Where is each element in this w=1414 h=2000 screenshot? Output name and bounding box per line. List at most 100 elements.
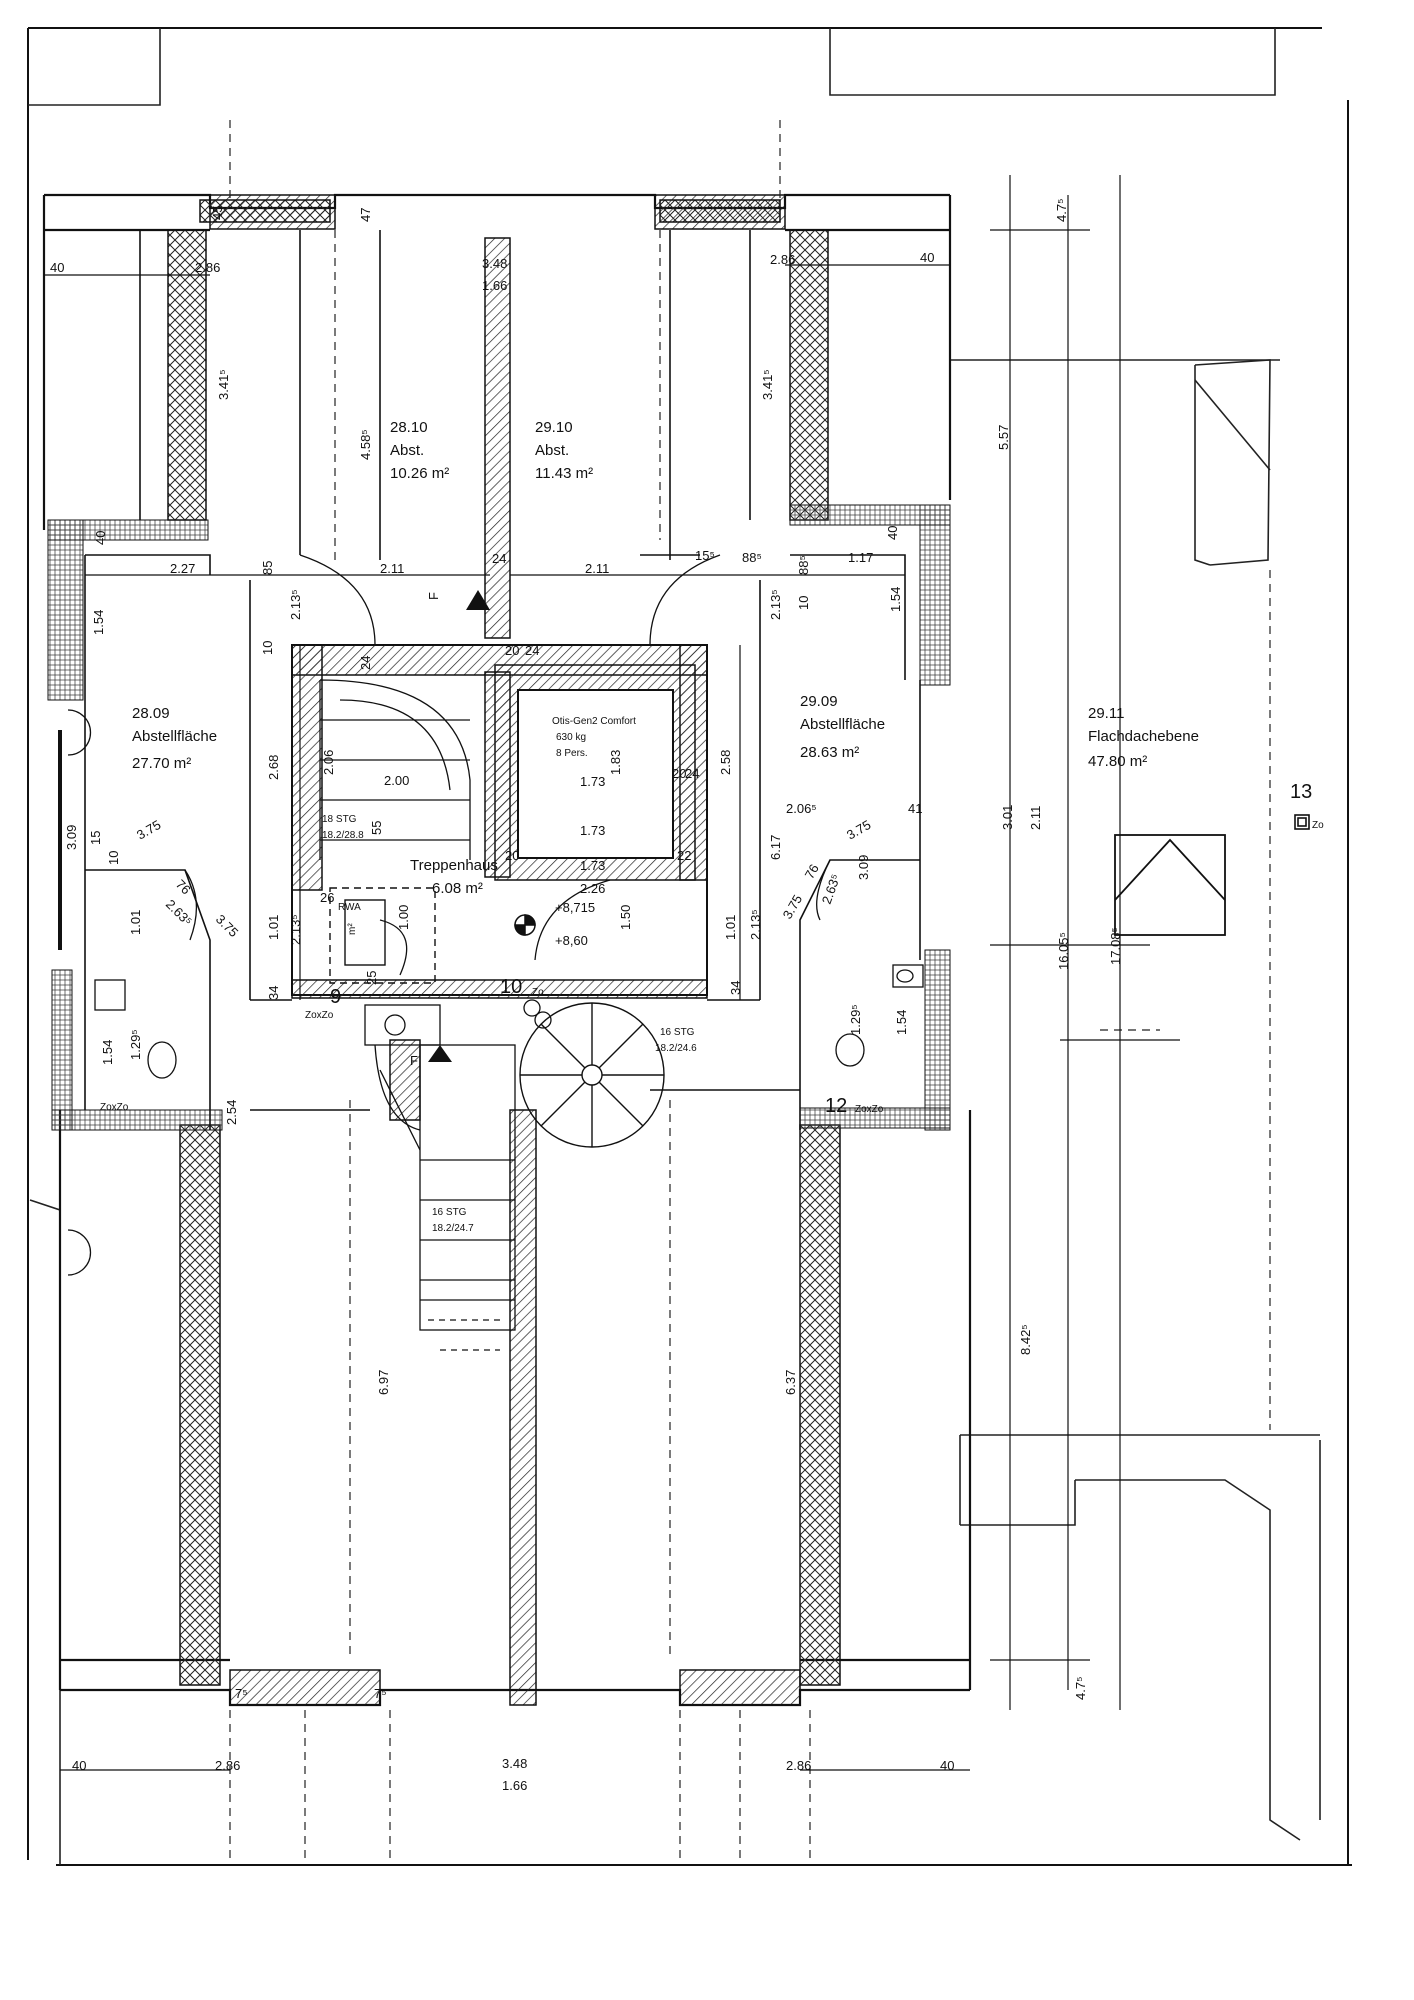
- elevator-width: 1.73: [580, 774, 605, 789]
- dim: 2.11: [585, 561, 609, 576]
- dim: 10: [796, 596, 811, 610]
- stair-runs: [319, 679, 516, 1351]
- room-2909-label: 29.09 Abstellfläche 28.63 m²: [800, 693, 885, 761]
- dim: 2.86: [195, 260, 220, 275]
- dim: 34: [728, 981, 743, 995]
- elevator-model: Otis-Gen2 Comfort: [552, 716, 636, 727]
- room-area: 6.08 m²: [432, 880, 483, 897]
- dim: 3.41⁵: [760, 369, 775, 400]
- dim: 1.54: [91, 610, 106, 635]
- room-area: 11.43 m²: [535, 465, 593, 482]
- stair-spiral-steps: 16 STG: [660, 1027, 695, 1038]
- dim: 2.54: [224, 1100, 239, 1125]
- level-labels: +8,715 +8,60: [555, 900, 595, 948]
- dim: 1.01: [266, 915, 281, 940]
- dim: 2.13⁵: [288, 914, 303, 945]
- stair-main-ratio: 18.2/24.7: [432, 1223, 474, 1234]
- marker-zo-b: Zo: [532, 987, 544, 998]
- room-number: 28.10: [390, 419, 428, 436]
- dim: 4.7⁵: [1054, 199, 1069, 222]
- stairwell-label: Treppenhaus 6.08 m²: [410, 857, 498, 897]
- dim: 1.50: [618, 905, 633, 930]
- dimension-lines: [44, 175, 1180, 1771]
- spiral-staircase: [519, 1002, 665, 1148]
- stair-upper-steps: 18 STG: [322, 814, 357, 825]
- room-name: Abstellfläche: [800, 716, 885, 733]
- partitions: [84, 230, 921, 1130]
- stair-spiral-ratio: 18.2/24.6: [655, 1043, 697, 1054]
- dim: 47: [358, 208, 373, 222]
- room-number: 28.09: [132, 705, 170, 722]
- masonry-walls: [209, 194, 801, 1706]
- dim: 3.09: [856, 855, 871, 880]
- marker-boxes: [1294, 814, 1310, 830]
- dim: 4.58⁵: [358, 429, 373, 460]
- rwa-sublabel: m²: [347, 923, 358, 935]
- dim: 2.86: [770, 252, 795, 267]
- marker-zo-e: Zo: [1312, 820, 1324, 831]
- door-swings: [58, 554, 831, 1276]
- marker-9: 9: [330, 986, 341, 1008]
- dim: 3.48: [482, 256, 507, 271]
- dim: 1.01: [128, 910, 143, 935]
- room-2810-label: 28.10 Abst. 10.26 m²: [390, 419, 449, 482]
- fire-label-2: F: [410, 1053, 418, 1068]
- dim: 40: [940, 1758, 954, 1773]
- dim: 2.13⁵: [748, 909, 763, 940]
- dim: 55: [369, 821, 384, 835]
- dim: 2.13⁵: [768, 589, 783, 620]
- dim: 40: [72, 1758, 86, 1773]
- dim: 10: [260, 641, 275, 655]
- dim: 20: [672, 766, 686, 781]
- elevator-capacity: 630 kg: [556, 732, 586, 743]
- room-area: 27.70 m²: [132, 755, 191, 772]
- dim: 3.09: [64, 825, 79, 850]
- dim: 3.41⁵: [216, 369, 231, 400]
- sanitary-fixtures: [94, 964, 924, 1079]
- dim: 3.75: [844, 817, 873, 843]
- stair-main-steps: 16 STG: [432, 1207, 467, 1218]
- dim: 88⁵: [742, 550, 762, 565]
- dim: 45: [210, 206, 225, 220]
- dim: 26: [320, 890, 334, 905]
- dim: 22: [677, 848, 691, 863]
- dim: 1.17: [848, 550, 873, 565]
- dim: 2.06⁵: [786, 801, 817, 816]
- level-symbol: [514, 914, 536, 936]
- dim: 1.54: [888, 587, 903, 612]
- dim: 3.75: [134, 817, 163, 843]
- level-upper: +8,715: [555, 900, 595, 915]
- dim: 41: [908, 801, 922, 816]
- misc-labels: RWA m² F F: [338, 592, 441, 1068]
- dim: 24: [492, 551, 506, 566]
- dim: 17.08⁵: [1108, 927, 1123, 965]
- room-2910-label: 29.10 Abst. 11.43 m²: [535, 419, 593, 482]
- room-name: Treppenhaus: [410, 857, 498, 874]
- dim: 85: [260, 561, 275, 575]
- rwa-label: RWA: [338, 902, 361, 913]
- sheet-frame: [27, 27, 1352, 1866]
- dim: 2.06: [321, 750, 336, 775]
- dim: 16.05⁵: [1056, 932, 1071, 970]
- room-number: 29.10: [535, 419, 573, 436]
- dim: 3.01: [1000, 805, 1015, 830]
- dim: 40: [93, 531, 108, 545]
- dashed-lines: [229, 120, 1271, 1860]
- dim: 3.48: [502, 1756, 527, 1771]
- dim: 8.42⁵: [1018, 1324, 1033, 1355]
- dim: 1.29⁵: [128, 1029, 143, 1060]
- dim: 40: [920, 250, 934, 265]
- dim: 20: [505, 643, 519, 658]
- dim: 24: [685, 766, 699, 781]
- dim: 34: [266, 986, 281, 1000]
- marker-zo-c: ZoxZo: [100, 1102, 129, 1113]
- dim: 7⁵: [235, 1686, 248, 1701]
- dim: 2.26: [580, 881, 605, 896]
- stair-upper-ratio: 18.2/28.8: [322, 830, 364, 841]
- dim: 7⁵: [374, 1686, 387, 1701]
- fire-label-1: F: [426, 592, 441, 600]
- elevator-persons: 8 Pers.: [556, 748, 588, 759]
- room-name: Abst.: [535, 442, 569, 459]
- dim: 1.73: [580, 858, 605, 873]
- room-area: 47.80 m²: [1088, 753, 1147, 770]
